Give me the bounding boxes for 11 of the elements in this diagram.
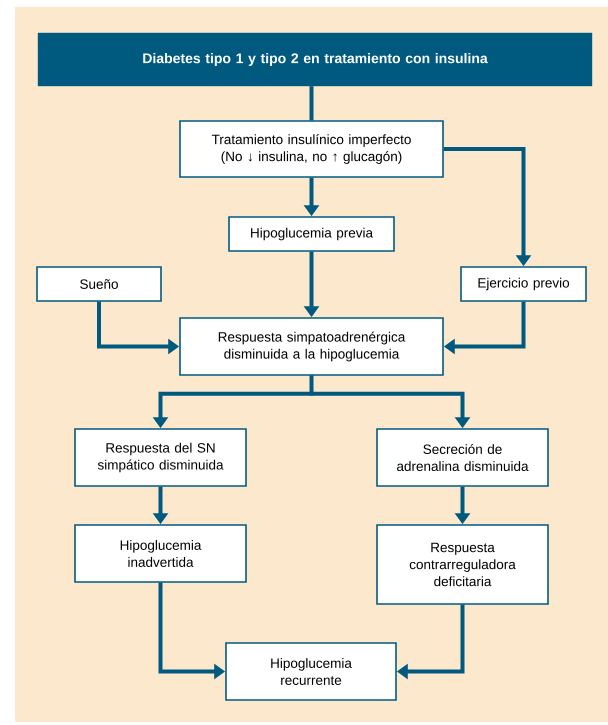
process-box: Ejercicio previo: [460, 266, 587, 302]
process-box: Respuesta simpatoadrenérgica disminuida a la hipoglucemia: [179, 317, 444, 376]
process-box: Tratamiento insulínico imperfecto (No ↓ insulina, no ↑ glucagón): [179, 120, 444, 178]
process-box: Secreción de adrenalina disminuida: [376, 428, 549, 487]
process-box: Respuesta del SN simpático disminuida: [74, 428, 247, 487]
process-box: Sueño: [36, 266, 162, 302]
process-box: Hipoglucemia previa: [228, 216, 395, 252]
title-banner: Diabetes tipo 1 y tipo 2 en tratamiento con insulina: [38, 32, 592, 86]
process-box: Respuesta contrarreguladora deficitaria: [376, 524, 549, 605]
process-box: Hipoglucemia inadvertida: [74, 524, 247, 583]
process-box: Hipoglucemia recurrente: [225, 642, 397, 701]
